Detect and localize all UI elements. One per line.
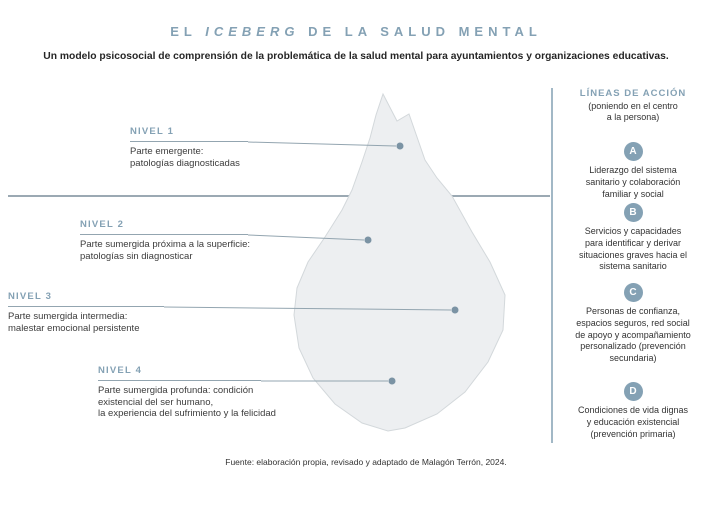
level-2-block: NIVEL 2 Parte sumergida próxima a la sup… <box>80 219 251 262</box>
page-subtitle: Un modelo psicosocial de comprensión de … <box>43 51 669 62</box>
title-prefix: EL <box>170 24 197 39</box>
title-italic-word: ICEBERG <box>205 24 300 39</box>
level-2-marker-dot <box>364 236 372 244</box>
page-title: EL ICEBERG DE LA SALUD MENTAL <box>0 24 712 39</box>
action-text-b: Servicios y capacidades para identificar… <box>578 226 688 272</box>
source-note: Fuente: elaboración propia, revisado y a… <box>225 457 507 467</box>
action-badge-d: D <box>623 382 643 401</box>
action-badge-c: C <box>623 283 643 302</box>
level-3-block: NIVEL 3 Parte sumergida intermedia: male… <box>8 291 164 334</box>
level-3-marker-dot <box>451 306 459 314</box>
level-1-block: NIVEL 1 Parte emergente: patologías diag… <box>130 126 248 169</box>
level-3-label: NIVEL 3 <box>8 291 164 307</box>
action-lines-subtitle: (poniendo en el centro a la persona) <box>588 101 678 122</box>
level-2-label: NIVEL 2 <box>80 219 248 235</box>
title-suffix: DE LA SALUD MENTAL <box>308 24 542 39</box>
level-3-description: Parte sumergida intermedia: malestar emo… <box>8 311 140 334</box>
action-item-c: C Personas de confianza, espacios seguro… <box>558 283 708 365</box>
level-1-marker-dot <box>396 142 404 150</box>
level-4-label: NIVEL 4 <box>98 365 261 381</box>
action-badge-a: A <box>623 142 643 161</box>
action-text-a: Liderazgo del sistema sanitario y colabo… <box>585 165 681 199</box>
level-1-description: Parte emergente: patologías diagnosticad… <box>130 146 240 169</box>
action-item-a: A Liderazgo del sistema sanitario y cola… <box>558 142 708 200</box>
iceberg-shape <box>293 92 506 432</box>
level-1-label: NIVEL 1 <box>130 126 248 142</box>
action-badge-b: B <box>623 203 643 222</box>
leader-line-3 <box>163 306 452 311</box>
level-4-block: NIVEL 4 Parte sumergida profunda: condic… <box>98 365 276 420</box>
level-2-description: Parte sumergida próxima a la superficie:… <box>80 239 251 262</box>
action-text-c: Personas de confianza, espacios seguros,… <box>575 306 691 364</box>
action-lines-title: LÍNEAS DE ACCIÓN <box>579 88 687 99</box>
action-item-d: D Condiciones de vida dignas y educación… <box>558 382 708 440</box>
action-text-d: Condiciones de vida dignas y educación e… <box>577 405 689 439</box>
action-item-b: B Servicios y capacidades para identific… <box>558 203 708 273</box>
level-4-marker-dot <box>388 377 396 385</box>
level-4-description: Parte sumergida profunda: condición exis… <box>98 385 276 419</box>
leader-line-2 <box>247 234 365 241</box>
leader-line-1 <box>247 141 397 147</box>
